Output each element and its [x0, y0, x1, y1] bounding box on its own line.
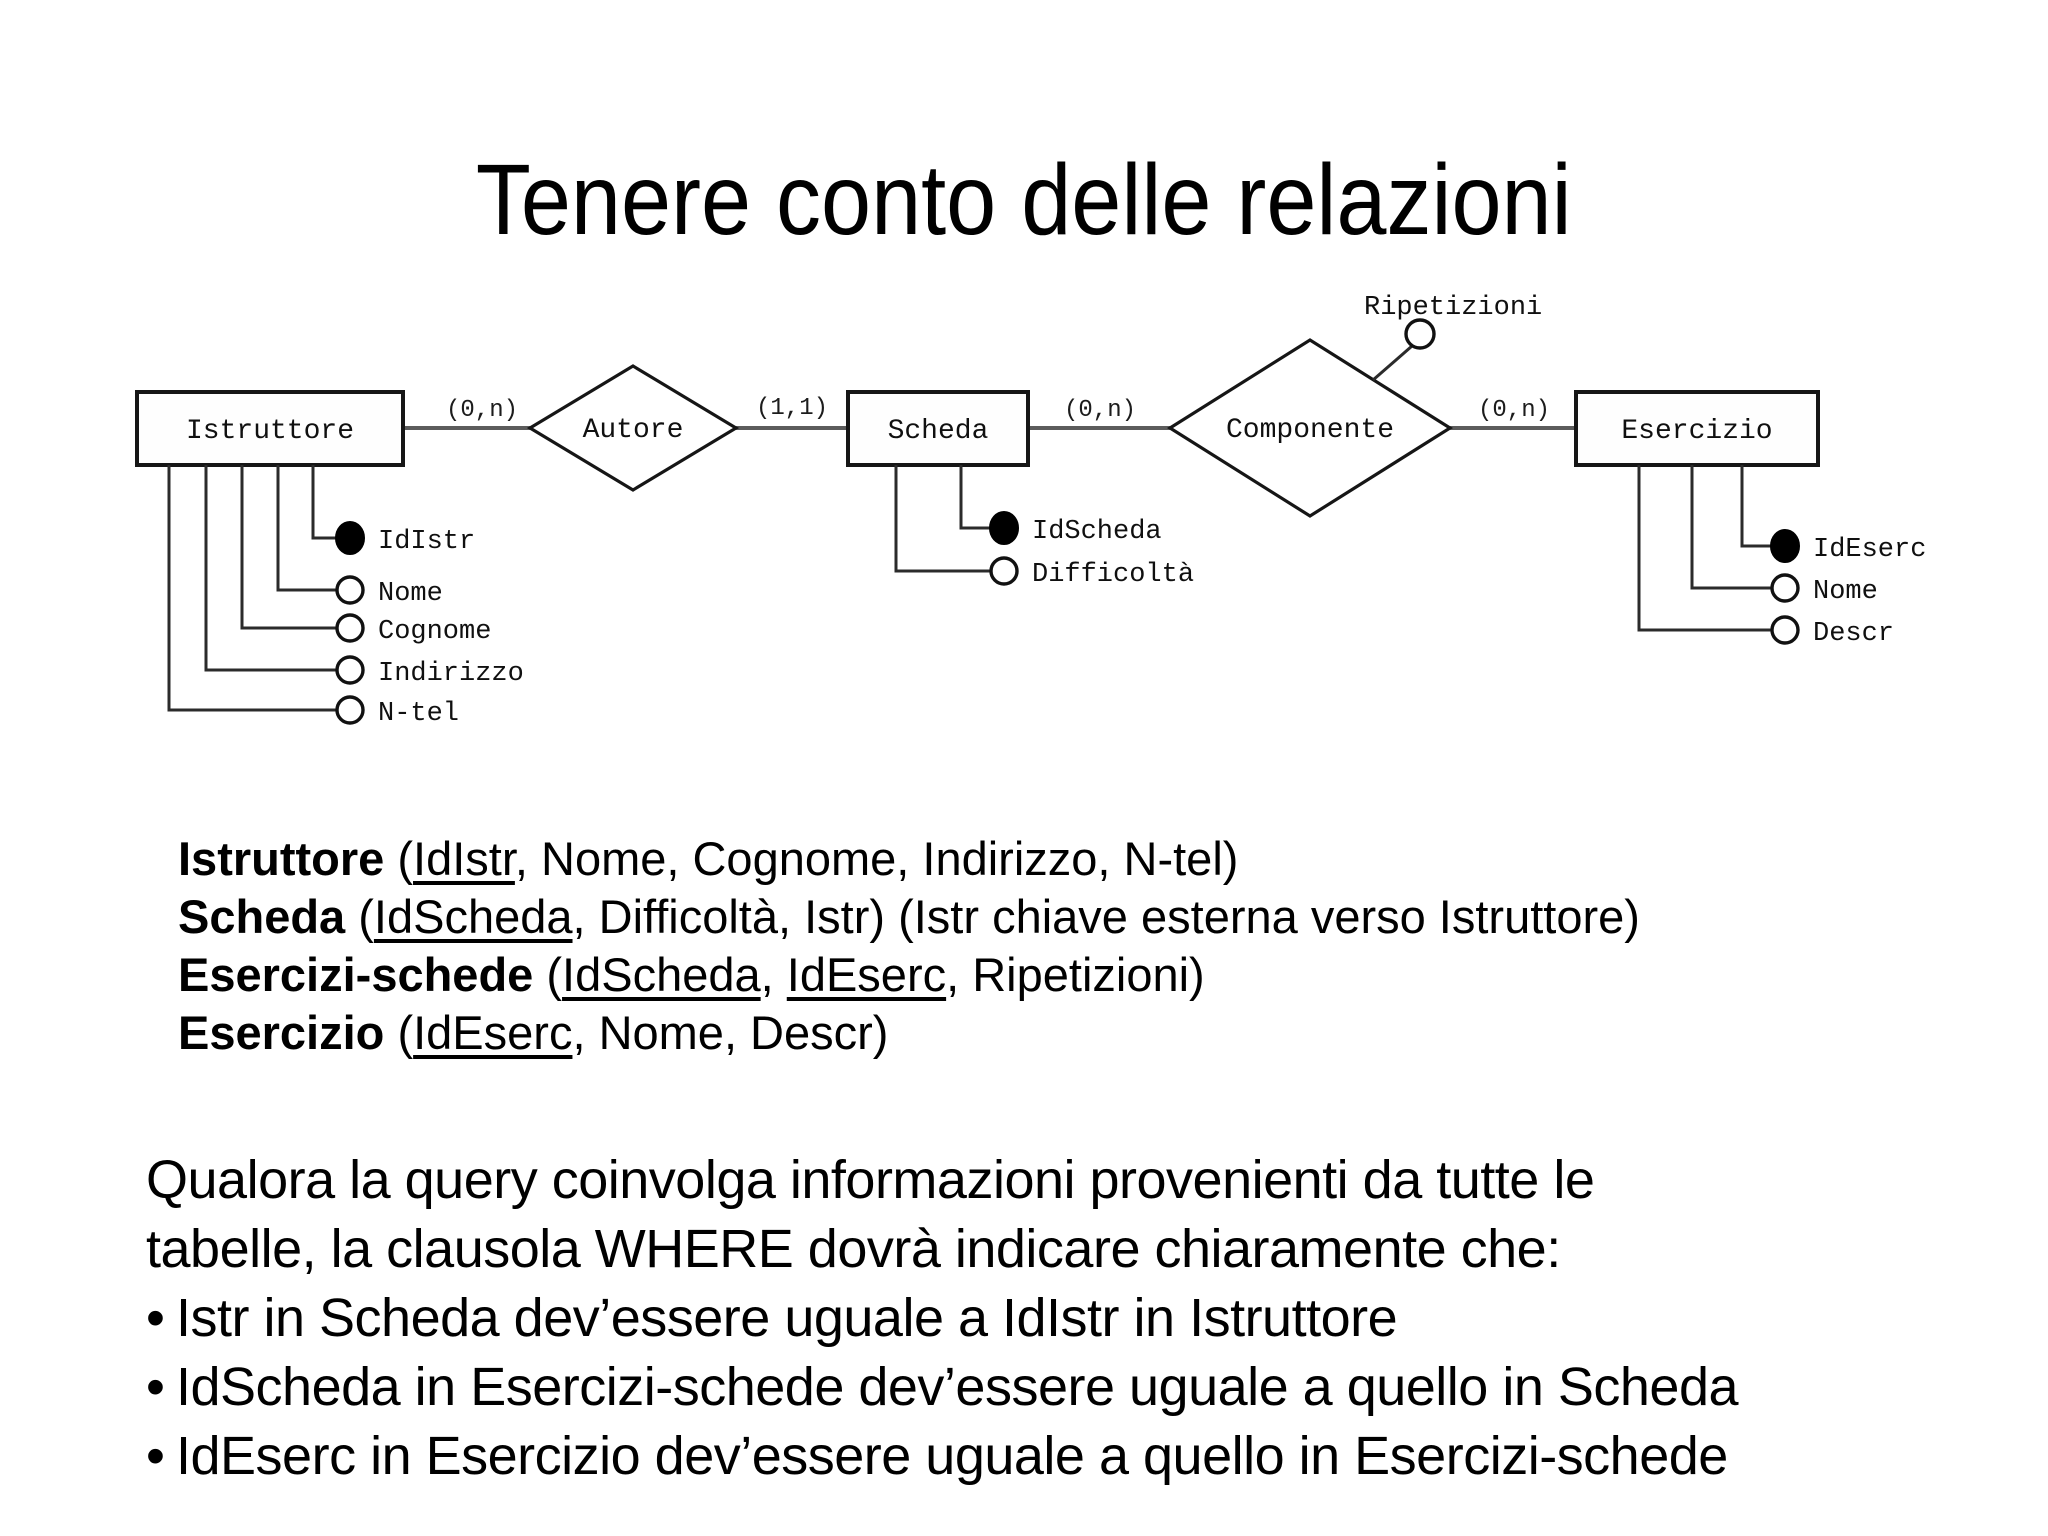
connector-nome-esercizio: [1690, 465, 1772, 590]
connector-cognome: [240, 465, 337, 630]
bullet-icon: •: [146, 1357, 165, 1417]
schema-esercizischede-key1: IdScheda: [562, 948, 761, 1001]
bullet-icon: •: [146, 1288, 165, 1348]
schema-line-scheda: Scheda (IdScheda, Difficoltà, Istr) (Ist…: [178, 888, 1640, 946]
schema-istruttore-name: Istruttore: [178, 832, 385, 885]
relational-schema: Istruttore (IdIstr, Nome, Cognome, Indir…: [178, 830, 1640, 1062]
intro-line-1: Qualora la query coinvolga informazioni …: [146, 1150, 1595, 1210]
attribute-circle-cognome: [335, 613, 365, 643]
schema-istruttore-key: IdIstr: [413, 832, 515, 885]
schema-text: , Ripetizioni): [946, 948, 1205, 1001]
schema-text: (: [384, 832, 414, 885]
cardinality-istruttore-autore: (0,n): [446, 397, 518, 424]
relationship-componente-label: Componente: [1226, 415, 1394, 446]
attribute-label-indirizzo: Indirizzo: [378, 659, 524, 689]
schema-text: , Difficoltà, Istr) (Istr chiave esterna…: [572, 890, 1640, 943]
schema-esercizischede-name: Esercizi-schede: [178, 948, 534, 1001]
entity-istruttore-label: Istruttore: [186, 416, 354, 447]
attribute-circle-difficolta: [989, 556, 1019, 586]
schema-esercizio-key: IdEserc: [413, 1006, 573, 1059]
attribute-label-nome-esercizio: Nome: [1813, 577, 1878, 607]
connector-ntel: [167, 465, 337, 712]
entity-scheda-label: Scheda: [888, 416, 989, 447]
attribute-circle-ntel: [335, 695, 365, 725]
attribute-label-ripetizioni: Ripetizioni: [1364, 293, 1542, 323]
intro-line-2: tabelle, la clausola WHERE dovrà indicar…: [146, 1219, 1561, 1279]
schema-text: , Nome, Descr): [572, 1006, 889, 1059]
bullet-text: IdScheda in Esercizi-schede dev’essere u…: [176, 1357, 1739, 1417]
schema-scheda-key: IdScheda: [373, 890, 573, 943]
attribute-label-descr: Descr: [1813, 619, 1894, 649]
attribute-label-idscheda: IdScheda: [1032, 517, 1162, 547]
connector-ideserc: [1740, 465, 1771, 548]
schema-text: (: [533, 948, 563, 1001]
schema-text: , Nome, Cognome, Indirizzo, N-tel): [514, 832, 1239, 885]
connector-indirizzo: [204, 465, 337, 672]
attribute-label-ideserc: IdEserc: [1813, 535, 1926, 565]
bullet-idscheda: •IdScheda in Esercizi-schede dev’essere …: [146, 1353, 1739, 1422]
er-diagram: (0,n) (1,1) (0,n) (0,n) Autore Component…: [135, 293, 1926, 729]
attribute-circle-indirizzo: [335, 655, 365, 685]
cardinality-componente-esercizio: (0,n): [1478, 397, 1550, 424]
attribute-key-idscheda: [989, 511, 1019, 545]
connector-ripetizioni: [1372, 344, 1413, 382]
schema-line-esercizi-schede: Esercizi-schede (IdScheda, IdEserc, Ripe…: [178, 946, 1640, 1004]
schema-text: ,: [760, 948, 787, 1001]
connector-difficolta: [894, 465, 991, 573]
schema-line-esercizio: Esercizio (IdEserc, Nome, Descr): [178, 1004, 1640, 1062]
page-title-text: Tenere conto delle relazioni: [476, 144, 1572, 256]
cardinality-autore-scheda: (1,1): [756, 395, 828, 422]
connector-nome-istruttore: [276, 465, 337, 592]
connector-idistr: [311, 465, 336, 540]
schema-text: (: [345, 890, 374, 943]
bullet-text: Istr in Scheda dev’essere uguale a IdIst…: [176, 1288, 1398, 1348]
entity-esercizio: [1574, 390, 1820, 467]
connector-descr: [1637, 465, 1772, 632]
relationship-componente: [1166, 338, 1454, 518]
bullet-icon: •: [146, 1426, 165, 1486]
entity-scheda: [846, 390, 1030, 467]
bullet-ideserc: •IdEserc in Esercizio dev’essere uguale …: [146, 1422, 1738, 1491]
schema-text: (: [384, 1006, 414, 1059]
relationship-autore: [526, 364, 740, 492]
attribute-label-difficolta: Difficoltà: [1032, 560, 1194, 590]
entity-esercizio-label: Esercizio: [1621, 416, 1772, 447]
page-title: Tenere conto delle relazioni: [0, 145, 2048, 255]
schema-line-istruttore: Istruttore (IdIstr, Nome, Cognome, Indir…: [178, 830, 1640, 888]
where-clause-note: Qualora la query coinvolga informazioni …: [146, 1146, 1739, 1491]
schema-scheda-name: Scheda: [178, 890, 346, 943]
connector-idscheda: [959, 465, 990, 530]
cardinality-scheda-componente: (0,n): [1064, 397, 1136, 424]
relationship-autore-label: Autore: [583, 415, 684, 446]
attribute-key-idistr: [335, 521, 365, 555]
attribute-label-cognome: Cognome: [378, 617, 491, 647]
schema-esercizio-name: Esercizio: [178, 1006, 385, 1059]
attribute-circle-nome-istruttore: [335, 575, 365, 605]
entity-istruttore: [135, 390, 405, 467]
attribute-circle-nome-esercizio: [1770, 573, 1800, 603]
attribute-key-ideserc: [1770, 529, 1800, 563]
attribute-label-nome-istruttore: Nome: [378, 579, 443, 609]
attribute-label-ntel: N-tel: [378, 699, 459, 729]
attribute-circle-ripetizioni: [1404, 318, 1436, 350]
attribute-circle-descr: [1770, 615, 1800, 645]
schema-esercizischede-key2: IdEserc: [786, 948, 947, 1001]
attribute-label-idistr: IdIstr: [378, 527, 475, 557]
bullet-istr: •Istr in Scheda dev’essere uguale a IdIs…: [146, 1284, 1738, 1353]
bullet-text: IdEserc in Esercizio dev’essere uguale a…: [176, 1426, 1728, 1486]
